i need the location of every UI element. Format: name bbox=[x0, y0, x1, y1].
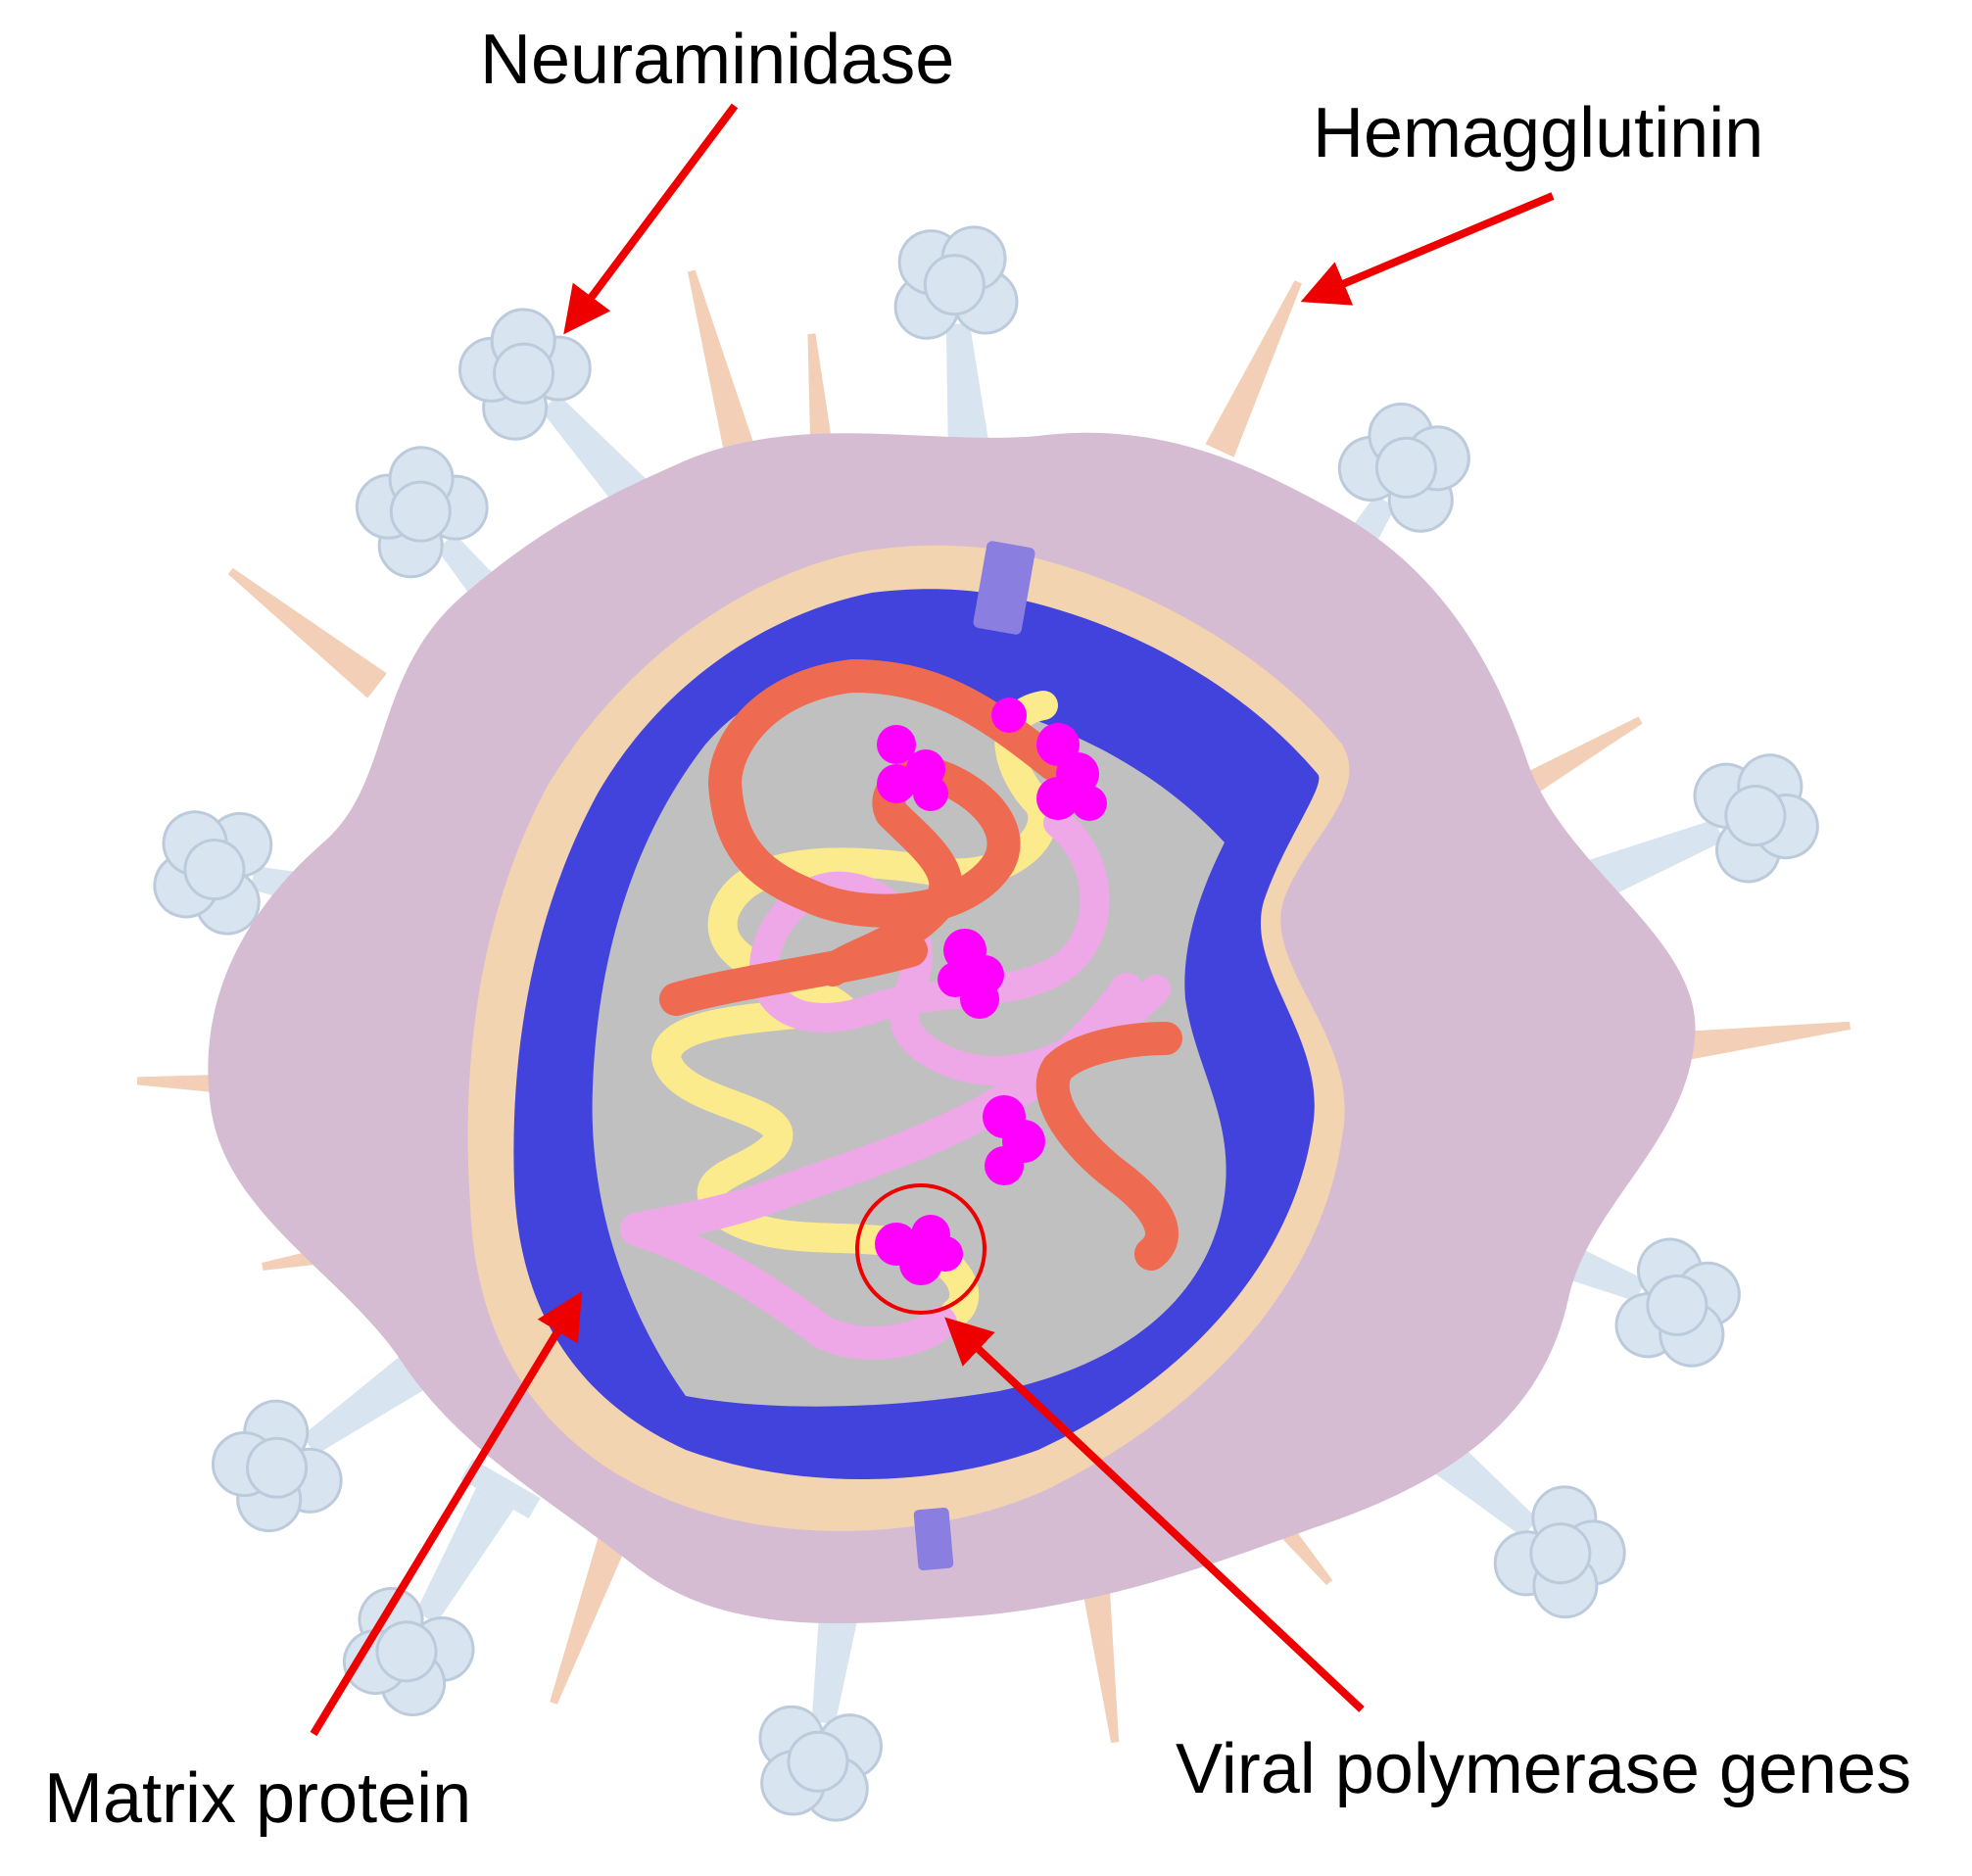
rna-segment-pink bbox=[620, 973, 1143, 1360]
hemagglutinin-spike bbox=[1205, 275, 1313, 457]
neuraminidase-label: Neuraminidase bbox=[480, 21, 954, 99]
polymerase-complex bbox=[983, 1095, 1045, 1185]
rna-segment-orange bbox=[659, 934, 928, 1016]
polymerase-highlight-circle bbox=[855, 1183, 986, 1315]
polymerase-complex bbox=[938, 929, 1004, 1019]
rna-segment-orange bbox=[1035, 1022, 1182, 1271]
neuraminidase-spike bbox=[324, 1446, 561, 1732]
viral-polymerase-genes-label: Viral polymerase genes bbox=[1176, 1730, 1911, 1808]
ion-channel bbox=[973, 541, 1035, 635]
hemagglutinin-spike bbox=[220, 558, 387, 698]
polymerase-complexes bbox=[875, 697, 1107, 1285]
polymerase-complex bbox=[875, 1215, 963, 1285]
annotation-arrows bbox=[310, 103, 1555, 1737]
polymerase-complex bbox=[877, 725, 948, 811]
viral-polymerase-genes-arrow bbox=[944, 1317, 1365, 1712]
neuraminidase-arrow bbox=[563, 103, 739, 335]
matrix-protein-arrow bbox=[310, 1291, 583, 1737]
hemagglutinin-arrow bbox=[1300, 192, 1555, 306]
hemagglutinin-label: Hemagglutinin bbox=[1313, 94, 1763, 172]
ion-channel bbox=[913, 1507, 954, 1571]
ion-channels bbox=[913, 541, 1035, 1571]
rna-segments bbox=[620, 659, 1182, 1360]
polymerase-complex bbox=[991, 697, 1107, 821]
rna-segment-pink bbox=[749, 808, 1171, 1086]
hemagglutinin-spike bbox=[676, 266, 755, 456]
rna-segment-orange bbox=[708, 659, 1070, 986]
matrix-protein-label: Matrix protein bbox=[44, 1759, 471, 1838]
